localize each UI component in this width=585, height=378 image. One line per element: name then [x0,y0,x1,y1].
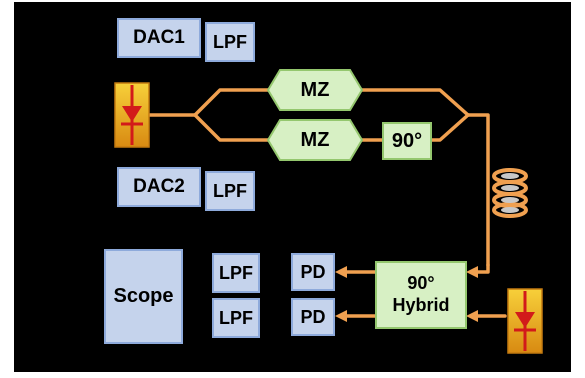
mz-bottom-shape [266,119,364,161]
fiber-spool-icon [492,168,528,218]
wire-fiber-to-hybrid [476,263,490,274]
wire-splitter-upper [193,88,270,117]
dac2-block: DAC2 [117,167,201,207]
wire-phase-out [430,113,470,142]
hybrid-label-line1: 90° [407,273,435,294]
mz-top-label: MZ [300,78,330,101]
lpf-out2-block: LPF [212,298,260,338]
pd1-block: PD [291,253,335,291]
tx-laser-icon [114,82,150,148]
wire-mz-upper-out [358,88,470,117]
wire-to-fiber [466,113,490,267]
phase-shifter-block: 90° [382,122,432,160]
mz-bottom-label: MZ [300,128,330,151]
mz-top-shape [266,69,364,111]
arrow-head-lo [466,310,478,322]
lpf-top-block: LPF [205,22,255,62]
arrow-head-pd1 [335,266,347,278]
hybrid-label-line2: Hybrid [392,295,450,315]
lpf-out1-block: LPF [212,253,260,293]
hybrid-block: 90° Hybrid [375,261,467,329]
wire-splitter-lower [193,113,270,142]
lpf-mid-block: LPF [205,171,255,211]
arrow-head-hybrid-in [466,266,478,278]
dac1-block: DAC1 [117,18,201,58]
lo-laser-icon [507,288,543,354]
pd2-block: PD [291,298,335,336]
arrow-head-pd2 [335,310,347,322]
scope-block: Scope [104,249,183,344]
